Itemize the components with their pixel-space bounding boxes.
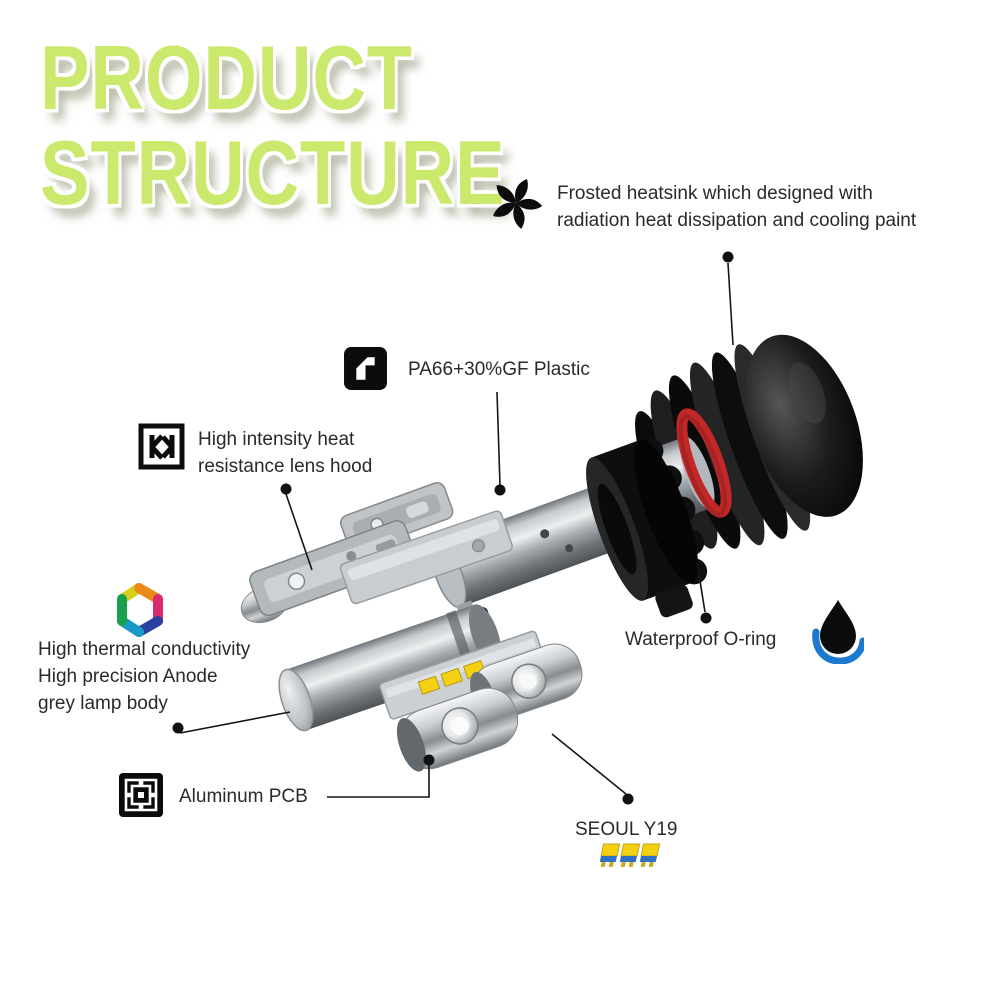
page-title-line2: STRUCTURE [40,121,506,224]
callout-oring-line1: Waterproof O-ring [625,629,777,650]
led-chips-icon [596,842,670,877]
clip-b-part [240,520,417,624]
leader-led [551,733,627,795]
led-chips [417,659,486,695]
callout-lampbody-line1: High thermal conductivity [38,639,251,660]
callout-pcb-line1: Aluminum PCB [179,786,308,807]
leader-heatsink [727,262,734,346]
plastic-logo-icon [343,346,388,396]
leader-lines [179,262,734,798]
leader-lampbody [179,711,291,734]
callout-plastic-label: PA66+30%GF Plastic [408,356,590,383]
callout-led-line1: SEOUL Y19 [575,819,678,840]
oring-part [676,408,732,518]
plate-part [339,510,513,605]
shell-b-part [396,687,519,772]
page-title: PRODUCT STRUCTURE [40,30,506,220]
callout-lenshood-line1: High intensity heat [198,429,355,450]
greek-key-icon [118,772,164,823]
callout-lenshood-label: High intensity heat resistance lens hood [198,426,372,480]
callout-heatsink-label: Frosted heatsink which designed with rad… [557,180,916,234]
page-title-line1: PRODUCT [40,26,414,129]
leader-oring [696,561,706,613]
callout-lampbody-line2: High precision Anode [38,666,218,687]
leader-pcb [327,764,430,798]
callout-oring-label: Waterproof O-ring [625,626,776,653]
thermal-swirl-icon [110,580,168,643]
collar-part [586,438,708,618]
callout-lampbody-label: High thermal conductivity High precision… [38,636,250,717]
leader-lenshood [285,493,313,571]
water-drop-icon [812,598,867,669]
callout-lenshood-line2: resistance lens hood [198,456,373,477]
callout-led-label: SEOUL Y19 [575,816,677,843]
fan-swirl-icon [489,176,543,235]
leader-dots [172,251,734,805]
callout-heatsink-line1: Frosted heatsink which designed with [557,183,873,204]
lens-hood-icon [138,423,185,475]
callout-pcb-label: Aluminum PCB [179,783,308,810]
leader-plastic [496,391,501,487]
callout-lampbody-line3: grey lamp body [38,693,168,714]
pcb-part [379,630,547,720]
callout-plastic-line1: PA66+30%GF Plastic [408,359,590,380]
callout-heatsink-line2: radiation heat dissipation and cooling p… [557,210,917,231]
